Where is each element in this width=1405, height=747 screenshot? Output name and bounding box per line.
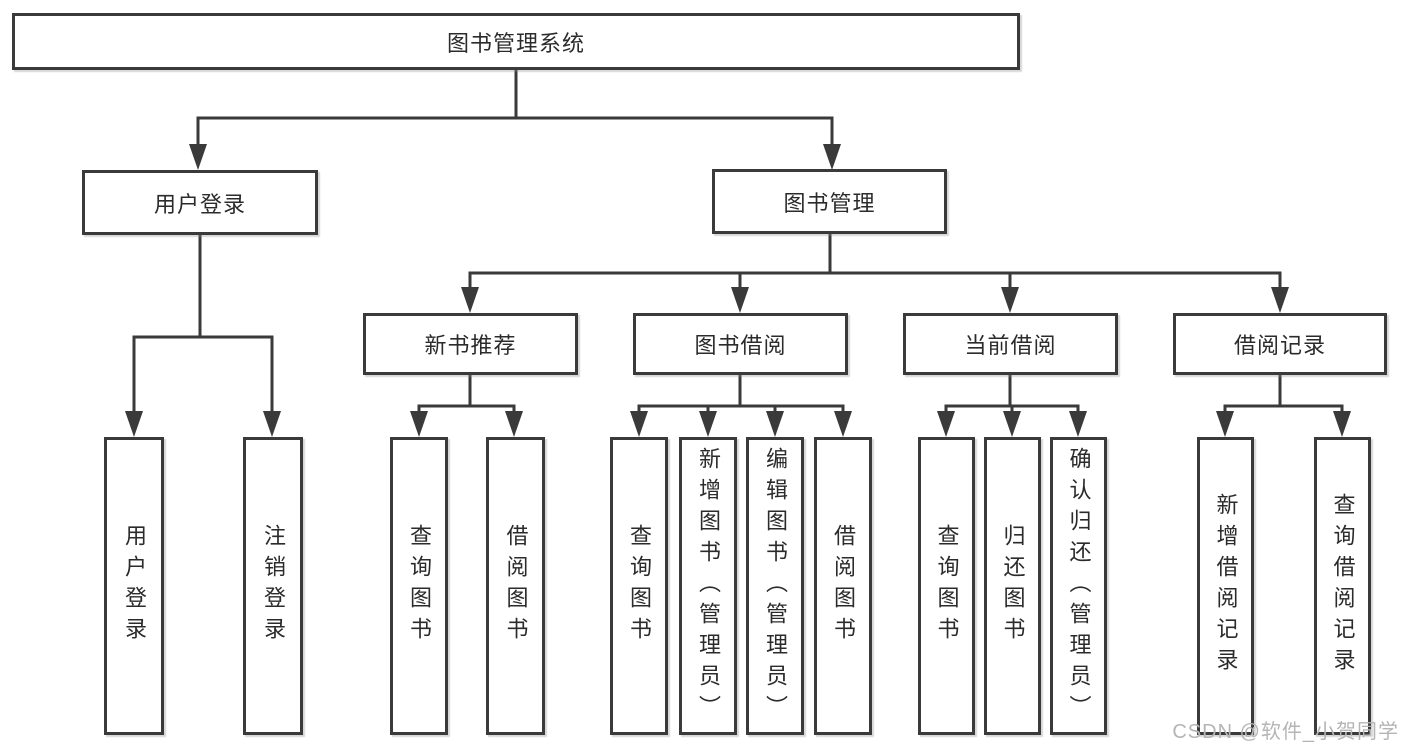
edge-current-to-leaves [944, 375, 1080, 412]
node-root-system: 图书管理系统 [12, 13, 1020, 70]
edge-root-to-level2 [196, 70, 834, 145]
node-book-management: 图书管理 [712, 169, 947, 234]
leaf-confirm-return-admin: 确认归还（管理员） [1050, 437, 1107, 735]
leaf-borrow-books-2: 借阅图书 [814, 437, 872, 735]
leaf-query-books-3: 查询图书 [918, 437, 975, 735]
leaf-query-books-2: 查询图书 [610, 437, 668, 735]
leaf-query-books-1: 查询图书 [390, 437, 448, 735]
leaf-return-books: 归还图书 [984, 437, 1041, 735]
leaf-user-login: 用户登录 [104, 437, 164, 735]
leaf-add-borrow-record: 新增借阅记录 [1197, 437, 1254, 735]
csdn-watermark: CSDN @软件_小贺同学 [1172, 721, 1399, 743]
edge-mgmt-to-level3 [468, 234, 1282, 288]
edge-login-to-leaves [132, 235, 274, 412]
node-current-borrowing: 当前借阅 [903, 313, 1118, 375]
leaf-add-books-admin: 新增图书（管理员） [679, 437, 737, 735]
edge-borrow-to-leaves [637, 375, 845, 412]
leaf-query-borrow-record: 查询借阅记录 [1314, 437, 1371, 735]
node-book-borrowing: 图书借阅 [633, 313, 848, 375]
edge-newbook-to-leaves [417, 375, 516, 412]
edge-record-to-leaves [1223, 375, 1344, 412]
leaf-edit-books-admin: 编辑图书（管理员） [746, 437, 804, 735]
node-user-login: 用户登录 [82, 170, 318, 235]
node-borrowing-records: 借阅记录 [1173, 313, 1387, 375]
leaf-logout: 注销登录 [243, 437, 303, 735]
node-new-book-recommendation: 新书推荐 [363, 313, 578, 375]
arrowheads [125, 144, 1351, 437]
leaf-borrow-books-1: 借阅图书 [486, 437, 545, 735]
